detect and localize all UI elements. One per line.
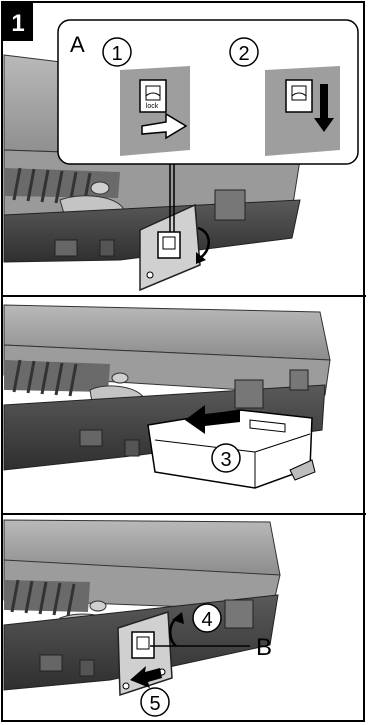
callout-1-label: 1 (111, 43, 122, 65)
callout-4-label: 4 (201, 609, 212, 631)
inset-a: A 1 2 lock (58, 20, 358, 164)
svg-text:lock: lock (146, 103, 159, 110)
callout-2-label: 2 (238, 43, 249, 65)
callout-5-label: 5 (149, 693, 160, 715)
panel-3-laptop: B 4 5 (4, 520, 280, 716)
callout-a-label: A (70, 32, 85, 57)
callout-3-label: 3 (220, 449, 231, 471)
callout-b-label: B (256, 634, 272, 661)
panel-2-laptop: 3 (4, 305, 330, 488)
panel-divider-1 (2, 295, 366, 297)
panel-divider-2 (2, 513, 366, 515)
step-number-text: 1 (11, 10, 24, 37)
